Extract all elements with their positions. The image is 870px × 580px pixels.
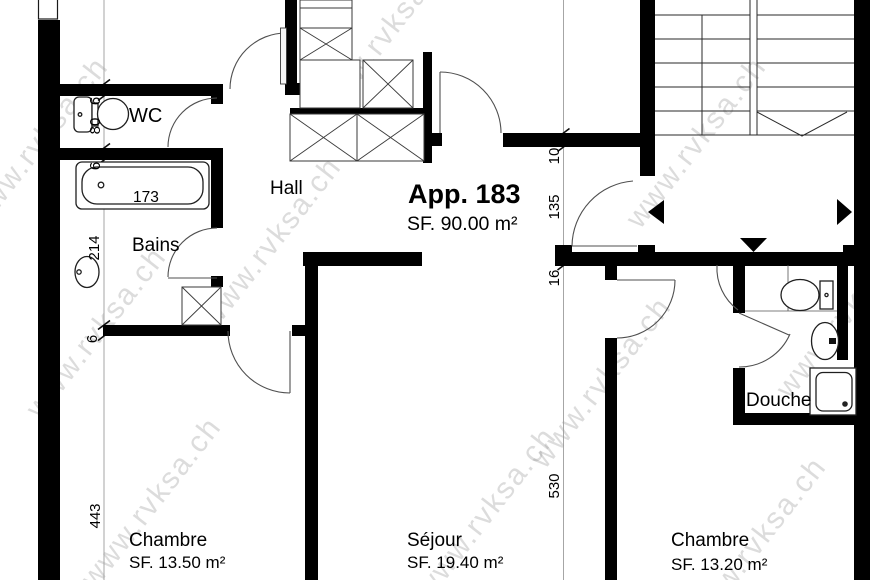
watermark-text: www.rvksa.ch	[524, 291, 678, 476]
dim-label: 6	[87, 162, 104, 170]
room-label-hall: Hall	[270, 178, 303, 199]
door-arc-hall	[229, 32, 287, 90]
wall-tab-center	[638, 245, 655, 253]
dim-label: 6	[84, 335, 101, 343]
bathtub-drain-icon	[97, 181, 105, 189]
wall-exterior-left	[38, 20, 60, 580]
door-arc-entry	[439, 71, 502, 134]
room-label-sejour: Séjour	[407, 530, 463, 551]
wall-chambre1-north	[103, 325, 230, 336]
dim-label: 530	[546, 473, 563, 498]
staircase	[655, 0, 854, 137]
wall-bains-east-stub	[211, 276, 223, 287]
dim-label: 214	[86, 235, 103, 260]
wall-sejour-west	[305, 252, 318, 580]
triangle-right-icon	[837, 199, 852, 225]
wall-douche-west-upper	[733, 265, 745, 313]
room-label-chambre2: Chambre	[671, 530, 749, 551]
dim-label: 443	[87, 503, 104, 528]
wall-douche-west-lower	[733, 368, 745, 425]
dimension-labels: 6 80 6 214 6 443 10 135 16 530 173	[84, 97, 563, 529]
douche-toilet-button-icon	[824, 292, 829, 298]
room-label-chambre1: Chambre	[129, 530, 207, 551]
bains-sink-icon	[74, 255, 100, 289]
room-label-douche: Douche	[746, 390, 812, 411]
wall-hall-east	[423, 52, 432, 163]
wall-exterior-right	[854, 0, 870, 580]
wall-entry	[503, 133, 655, 147]
door-arc-landing	[571, 180, 634, 247]
triangle-left-icon	[648, 200, 664, 224]
wall-stair-left	[640, 0, 655, 176]
dim-label: 135	[546, 194, 563, 219]
fixtures	[73, 96, 857, 416]
dim-label-bathtub: 173	[133, 189, 159, 206]
cabinets	[181, 0, 425, 326]
unit-label: App. 183	[408, 179, 521, 209]
door-arc-chambre2	[616, 279, 676, 339]
douche-sink-tap-icon	[829, 338, 836, 344]
room-labels: WC Hall Bains App. 183 SF. 90.00 m² Douc…	[129, 105, 812, 574]
cabinet-box	[299, 0, 353, 29]
wall-douche-south	[733, 413, 856, 425]
douche-toilet-icon	[780, 278, 820, 312]
wall-main-horizontal	[555, 252, 854, 266]
room-area-chambre1: SF. 13.50 m²	[129, 553, 226, 572]
wall-closet-bar	[290, 108, 424, 114]
wall-wc-bains	[60, 148, 223, 160]
wall-douche-east	[837, 263, 848, 360]
douche-sink-icon	[810, 321, 840, 361]
walls	[37, 0, 870, 580]
dim-label: 10	[546, 148, 563, 165]
stair-direction-chevron	[756, 111, 848, 137]
unit-area-label: SF. 90.00 m²	[407, 213, 518, 235]
door-leaf-hall	[280, 27, 287, 85]
door-arc-douche	[738, 333, 791, 368]
dim-label: 80	[87, 118, 104, 135]
wall-chambre1-north-stub	[292, 325, 307, 336]
dim-label: 16	[546, 270, 563, 287]
wall-tab-left	[555, 245, 572, 253]
wall-sejour-east-stub	[605, 265, 617, 280]
room-label-wc: WC	[129, 105, 162, 127]
room-label-bains: Bains	[132, 235, 180, 256]
wall-bains-east	[211, 159, 223, 228]
shower-tray-inner	[815, 371, 853, 412]
doors	[167, 27, 791, 394]
room-area-chambre2: SF. 13.20 m²	[671, 555, 768, 574]
wall-wc-north	[60, 84, 223, 96]
door-leaf-douche	[738, 312, 790, 336]
door-arc-douche-outer	[716, 264, 739, 311]
wall-sejour-east	[605, 338, 617, 580]
triangle-down-icon	[740, 238, 767, 252]
bathtub-inner	[81, 166, 204, 205]
wall-sejour-north	[303, 252, 422, 266]
wc-sink-tap-icon	[77, 112, 83, 117]
wall-cutout-top-left	[37, 0, 59, 20]
wall-tab-right	[843, 245, 854, 253]
dim-label: 6	[87, 97, 104, 105]
door-arc-chambre1	[227, 330, 291, 394]
wall-entry-jamb	[430, 133, 442, 146]
cabinet-box	[299, 59, 361, 109]
wall-closet-west	[285, 0, 297, 95]
door-arc-bains	[167, 227, 218, 278]
landing-markers	[648, 199, 852, 252]
shower-drain-icon	[842, 401, 848, 407]
room-area-sejour: SF. 19.40 m²	[407, 553, 504, 572]
door-arc-wc	[167, 97, 218, 148]
bains-sink-tap-icon	[76, 269, 82, 275]
wc-toilet-icon	[96, 97, 130, 131]
wall-wc-east-stub	[211, 96, 223, 104]
